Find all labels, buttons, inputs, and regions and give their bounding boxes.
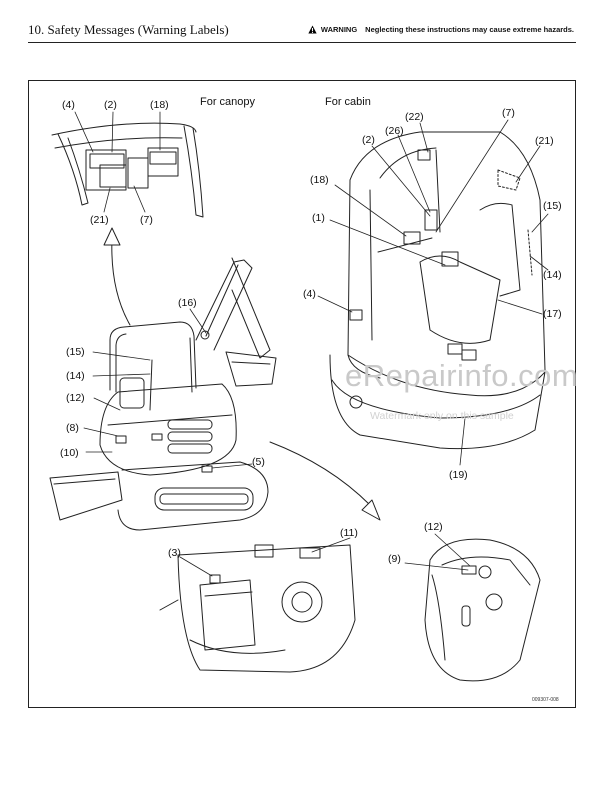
callout-label: (5)	[252, 456, 265, 468]
callout-label: (2)	[362, 134, 375, 146]
callout-label: (19)	[449, 469, 468, 481]
callout-label: (11)	[340, 527, 358, 539]
canopy-inset-drawing	[51, 122, 204, 218]
callout-label: (17)	[543, 308, 562, 320]
callout-label: (4)	[303, 288, 316, 300]
callout-label: (14)	[66, 370, 85, 382]
callout-label: (21)	[535, 135, 554, 147]
cabin-drawing	[329, 131, 546, 450]
page-header: 10. Safety Messages (Warning Labels) WAR…	[28, 20, 576, 43]
callout-leader-lines	[74, 111, 549, 577]
callout-label: (12)	[424, 521, 443, 533]
callout-label: (14)	[543, 269, 562, 281]
callout-label: (21)	[90, 214, 109, 226]
cabin-caption: For cabin	[325, 96, 371, 108]
callout-label: (22)	[405, 111, 424, 123]
excavator-drawing	[49, 257, 277, 531]
callout-label: (26)	[385, 125, 404, 137]
callout-label: (15)	[543, 200, 562, 212]
callout-label: (7)	[502, 107, 515, 119]
warning-text: Neglecting these instructions may cause …	[365, 25, 574, 34]
canopy-arrow	[111, 237, 131, 326]
figure-code: 009307-008	[532, 697, 559, 703]
page-title: 10. Safety Messages (Warning Labels)	[28, 22, 229, 37]
callout-label: (16)	[178, 297, 197, 309]
callout-label: (18)	[310, 174, 329, 186]
callout-label: (9)	[388, 553, 401, 565]
callout-label: (18)	[150, 99, 169, 111]
illustration-frame	[28, 80, 576, 708]
battery-arrow	[269, 441, 371, 506]
canopy-caption: For canopy	[200, 96, 256, 108]
warning-triangle-icon	[308, 25, 317, 34]
callout-label: (7)	[140, 214, 153, 226]
callout-label: (1)	[312, 212, 325, 224]
callout-label: (4)	[62, 99, 75, 111]
warning-notice: WARNING Neglecting these instructions ma…	[308, 25, 574, 34]
battery-compartment-drawing	[159, 544, 356, 673]
callout-label: (15)	[66, 346, 85, 358]
watermark-subtext: Watermark only on this sample	[370, 410, 514, 422]
hood-view-drawing	[424, 538, 541, 682]
callout-label: (8)	[66, 422, 79, 434]
callout-label: (2)	[104, 99, 117, 111]
warning-label: WARNING	[320, 25, 358, 34]
callout-label: (3)	[168, 547, 181, 559]
callout-label: (12)	[66, 392, 85, 404]
callout-label: (10)	[60, 447, 79, 459]
watermark-text: eRepairinfo.com	[345, 358, 579, 393]
